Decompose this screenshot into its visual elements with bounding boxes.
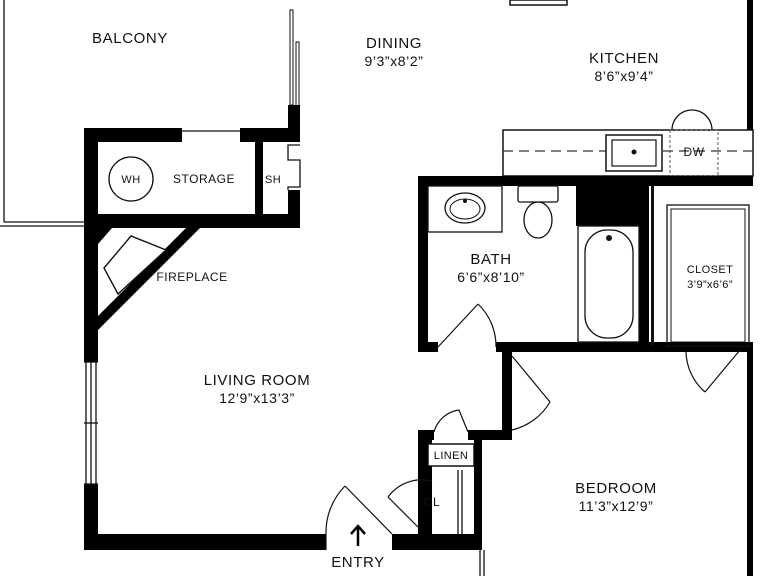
coat-closet-label: CL	[424, 495, 440, 509]
water-heater-label: WH	[121, 174, 140, 186]
dining-dims: 9’3”x8’2”	[364, 53, 423, 69]
living-room-label: LIVING ROOM	[204, 372, 311, 389]
closet-label: CLOSET	[687, 264, 733, 276]
kitchen-label: KITCHEN	[589, 50, 659, 67]
toilet-icon	[517, 185, 559, 239]
bathtub-icon	[577, 225, 640, 343]
balcony-label: BALCONY	[92, 30, 168, 47]
bath-label: BATH	[470, 251, 511, 268]
kitchen-sink-icon	[605, 134, 663, 172]
bedroom-dims: 11’3”x12’9”	[579, 498, 654, 514]
bath-sink-icon	[444, 192, 486, 224]
bath-vanity	[427, 185, 503, 233]
balcony-outline	[0, 0, 86, 227]
linen-label: LINEN	[434, 450, 468, 462]
bath-walls	[418, 176, 753, 352]
bath-door	[437, 303, 497, 348]
fireplace-label: FIREPLACE	[156, 270, 227, 284]
storage-label: STORAGE	[173, 172, 235, 186]
shelf-label: SH	[265, 174, 281, 186]
closet-door	[685, 349, 741, 393]
entry-door	[325, 485, 393, 550]
sliding-door	[289, 9, 300, 108]
kitchen-dims: 8’6”x9’4”	[594, 68, 653, 84]
living-window	[84, 361, 98, 485]
living-room-dims: 12’9”x13’3”	[219, 390, 295, 406]
dishwasher-label: DW	[684, 145, 705, 159]
bedroom-door	[511, 355, 551, 431]
bath-dims: 6’6”x8’10”	[457, 269, 524, 285]
coat-closet-door	[387, 479, 433, 528]
water-heater-icon	[108, 156, 154, 202]
wall-fragment-top	[509, 0, 568, 6]
fireplace-icon	[103, 235, 168, 296]
dining-label: DINING	[366, 35, 422, 52]
storage-walls	[84, 105, 300, 228]
closet-dims: 3’9”x6’6”	[687, 279, 733, 291]
bedroom-label: BEDROOM	[575, 480, 657, 497]
entry-label: ENTRY	[331, 554, 385, 571]
entry-arrow-icon	[350, 524, 366, 546]
